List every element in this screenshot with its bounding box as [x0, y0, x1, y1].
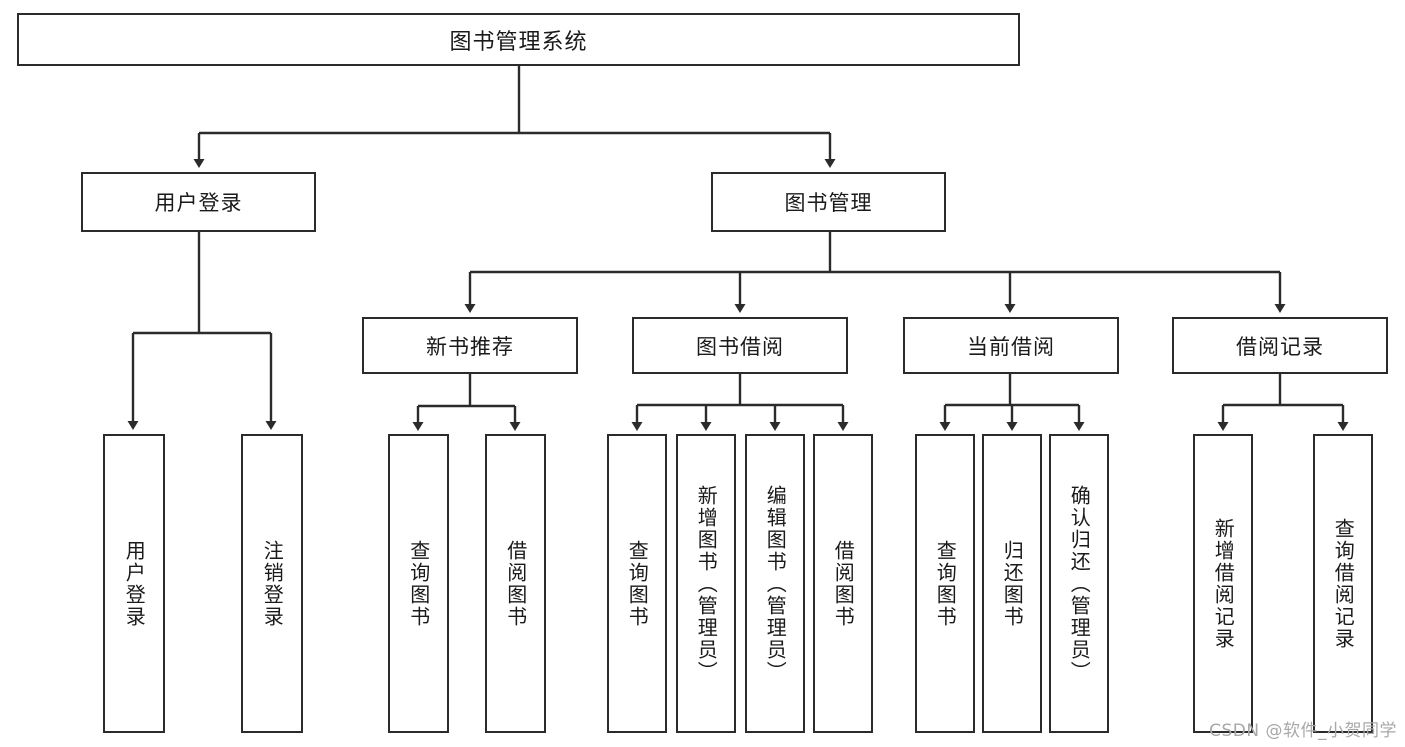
leaf-borrow-add-book-admin[interactable]: 新增图书（管理员）	[676, 434, 736, 733]
node-label: 当前借阅	[967, 334, 1055, 359]
node-current-borrow[interactable]: 当前借阅	[903, 317, 1119, 374]
node-label: 新增图书（管理员）	[694, 484, 719, 683]
node-label: 新增借阅记录	[1211, 517, 1236, 650]
node-root-system[interactable]: 图书管理系统	[17, 13, 1020, 66]
node-label: 图书管理系统	[449, 29, 588, 55]
node-label: 编辑图书（管理员）	[763, 484, 788, 683]
node-label: 查询图书	[933, 539, 958, 628]
leaf-new-book-query[interactable]: 查询图书	[388, 434, 449, 733]
node-label: 借阅图书	[831, 539, 856, 628]
node-borrow-record[interactable]: 借阅记录	[1172, 317, 1388, 374]
node-label: 借阅记录	[1236, 334, 1324, 359]
leaf-borrow-edit-book-admin[interactable]: 编辑图书（管理员）	[745, 434, 805, 733]
leaf-user-login-login[interactable]: 用户登录	[103, 434, 165, 733]
node-label: 新书推荐	[426, 334, 514, 359]
node-label: 用户登录	[122, 539, 147, 628]
leaf-new-book-borrow[interactable]: 借阅图书	[485, 434, 546, 733]
node-label: 查询图书	[406, 539, 431, 628]
leaf-record-add-record[interactable]: 新增借阅记录	[1193, 434, 1253, 733]
node-label: 查询图书	[625, 539, 650, 628]
node-new-book-recommend[interactable]: 新书推荐	[362, 317, 578, 374]
node-label: 归还图书	[1000, 539, 1025, 628]
node-label: 注销登录	[260, 539, 285, 628]
node-label: 查询借阅记录	[1331, 517, 1356, 650]
node-label: 图书管理	[784, 191, 873, 215]
node-label: 确认归还（管理员）	[1067, 484, 1092, 683]
node-label: 用户登录	[154, 191, 243, 215]
leaf-current-confirm-return-admin[interactable]: 确认归还（管理员）	[1049, 434, 1109, 733]
node-user-login[interactable]: 用户登录	[81, 172, 316, 232]
leaf-user-login-logout[interactable]: 注销登录	[241, 434, 303, 733]
leaf-borrow-query-book[interactable]: 查询图书	[607, 434, 667, 733]
node-book-borrow[interactable]: 图书借阅	[632, 317, 848, 374]
leaf-record-query-record[interactable]: 查询借阅记录	[1313, 434, 1373, 733]
node-label: 图书借阅	[696, 334, 784, 359]
leaf-current-query-book[interactable]: 查询图书	[915, 434, 975, 733]
node-book-management[interactable]: 图书管理	[711, 172, 946, 232]
leaf-current-return-book[interactable]: 归还图书	[982, 434, 1042, 733]
leaf-borrow-borrow-book[interactable]: 借阅图书	[813, 434, 873, 733]
node-label: 借阅图书	[503, 539, 528, 628]
